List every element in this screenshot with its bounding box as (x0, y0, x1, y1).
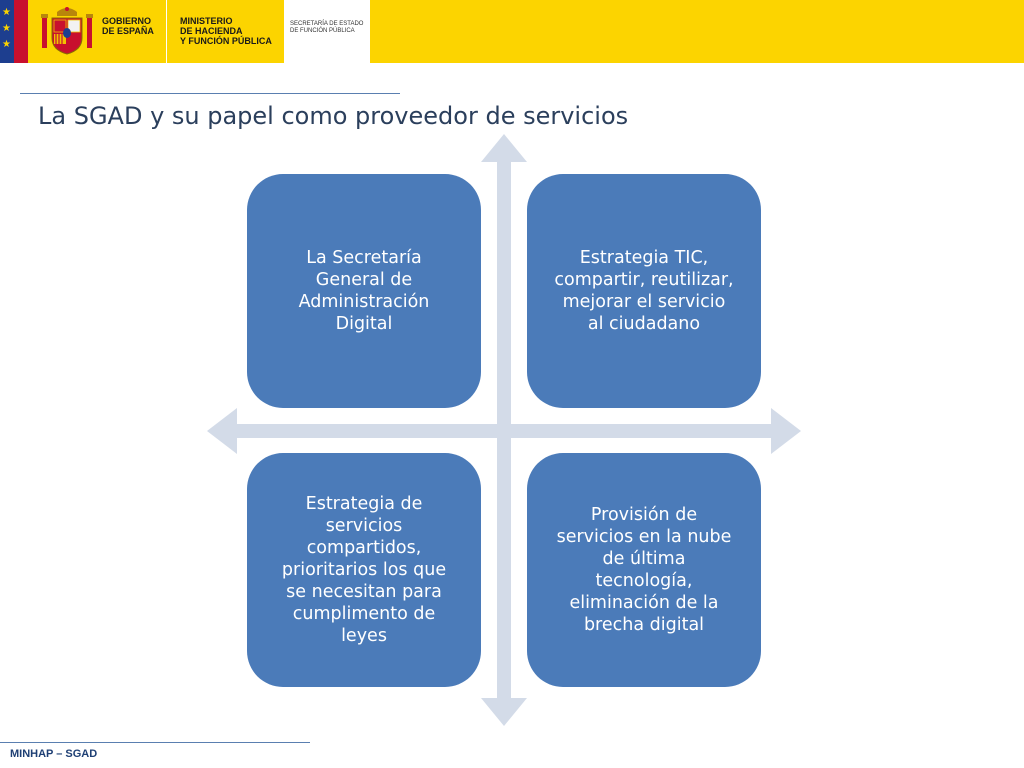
arrow-right-icon (771, 408, 801, 454)
government-block (28, 0, 166, 63)
ministry-label: MINISTERIO DE HACIENDA Y FUNCIÓN PÚBLICA (180, 16, 272, 46)
quadrant-bottom-right-text: Provisión de servicios en la nube de últ… (556, 505, 732, 635)
footer-rule (0, 742, 310, 743)
quadrant-bottom-right: Provisión de servicios en la nube de últ… (527, 453, 761, 687)
horizontal-arrow-shaft (235, 424, 773, 438)
flag-strip (14, 0, 28, 63)
quadrant-bottom-left: Estrategia de servicios compartidos, pri… (247, 453, 481, 687)
arrow-down-icon (481, 698, 527, 726)
footer-label: MINHAP – SGAD (10, 748, 98, 760)
quadrant-top-right: Estrategia TIC, compartir, reutilizar, m… (527, 174, 761, 408)
header-divider (166, 0, 167, 63)
quadrant-bottom-left-text: Estrategia de servicios compartidos, pri… (281, 494, 447, 646)
header-bar: ★ ★ ★ GOBIERNO DE ESPAÑA MINISTERIO DE H… (0, 0, 1024, 63)
quadrant-top-left-text: La Secretaría General de Administración … (298, 248, 430, 334)
eu-stars-icon: ★ ★ ★ (0, 0, 14, 63)
arrow-up-icon (481, 134, 527, 162)
government-label: GOBIERNO DE ESPAÑA (102, 16, 154, 36)
title-rule (20, 93, 400, 94)
arrow-left-icon (207, 408, 237, 454)
page-title: La SGAD y su papel como proveedor de ser… (38, 102, 629, 130)
quadrant-top-left: La Secretaría General de Administración … (247, 174, 481, 408)
quadrant-top-right-text: Estrategia TIC, compartir, reutilizar, m… (554, 248, 734, 334)
coat-of-arms-icon (41, 7, 93, 55)
secretariat-block (284, 0, 370, 63)
secretariat-label: SECRETARÍA DE ESTADO DE FUNCIÓN PÚBLICA (290, 21, 364, 34)
